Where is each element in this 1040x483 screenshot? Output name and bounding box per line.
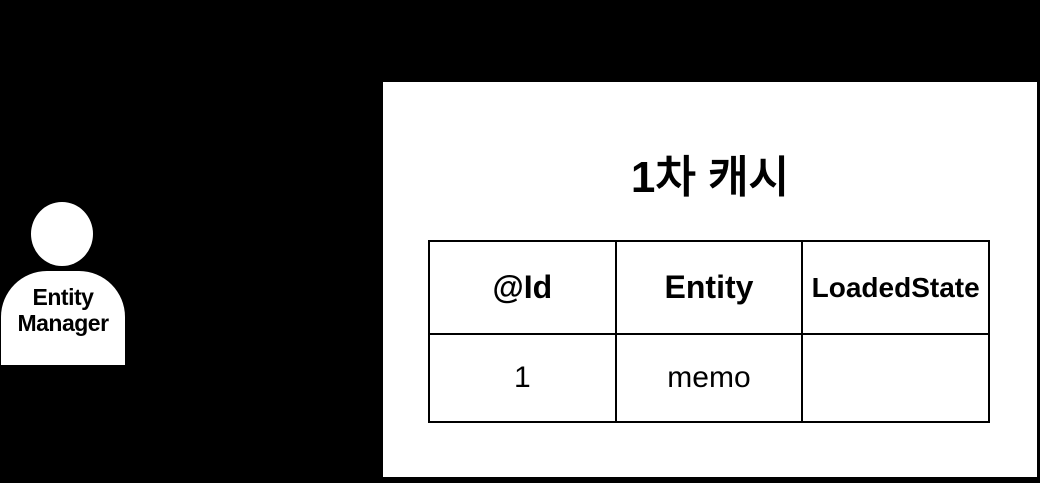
actor-label-line1: Entity (32, 284, 94, 310)
entity-manager-actor: Entity Manager (0, 200, 126, 365)
cache-table-header-row: @Id Entity LoadedState (428, 240, 990, 335)
cell-id-value: 1 (428, 333, 617, 423)
first-level-cache-panel: 1차 캐시 @Id Entity LoadedState 1 memo (383, 82, 1037, 477)
person-body-icon (1, 271, 125, 365)
header-cell-id: @Id (428, 240, 617, 335)
actor-label: Entity Manager (0, 284, 126, 336)
cache-title: 1차 캐시 (630, 153, 790, 202)
header-cell-entity: Entity (614, 240, 804, 335)
cache-table: @Id Entity LoadedState 1 memo (428, 240, 990, 423)
cache-table-row: 1 memo (428, 333, 990, 423)
cell-loadedstate-value (801, 333, 990, 423)
cell-entity-value: memo (614, 333, 804, 423)
actor-label-line2: Manager (17, 310, 109, 336)
header-cell-loadedstate: LoadedState (801, 240, 990, 335)
person-head-icon (31, 202, 93, 266)
